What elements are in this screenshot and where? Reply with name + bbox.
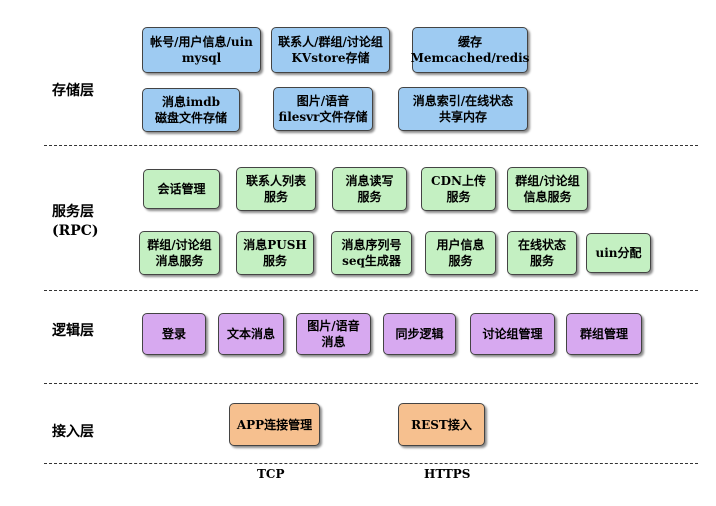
storage-layer-label: 存储层	[52, 83, 94, 99]
storage-box-index-shm: 消息索引/在线状态 共享内存	[398, 87, 528, 131]
service-box-seq: 消息序列号 seq生成器	[331, 231, 412, 275]
divider-bottom	[44, 463, 698, 464]
service-box-session: 会话管理	[143, 169, 220, 209]
divider-service-logic	[44, 290, 698, 291]
logic-box-sync: 同步逻辑	[383, 313, 456, 355]
service-layer-label: 服务层 (RPC)	[52, 204, 99, 239]
service-box-uin-alloc: uin分配	[586, 233, 651, 273]
protocol-https-label: HTTPS	[424, 467, 471, 481]
access-layer-label: 接入层	[52, 424, 94, 440]
service-box-online-status: 在线状态 服务	[507, 231, 577, 275]
logic-box-media-message: 图片/语音 消息	[296, 313, 371, 355]
storage-box-filesvr: 图片/语音 filesvr文件存储	[273, 87, 373, 131]
service-box-contacts: 联系人列表 服务	[236, 167, 316, 211]
divider-logic-access	[44, 383, 698, 384]
service-box-push: 消息PUSH 服务	[236, 231, 314, 275]
storage-box-contacts-kvstore: 联系人/群组/讨论组 KVstore存储	[271, 27, 390, 73]
access-box-rest: REST接入	[398, 403, 485, 446]
service-box-message-rw: 消息读写 服务	[332, 167, 407, 211]
logic-layer-label: 逻辑层	[52, 323, 94, 339]
service-box-group-info: 群组/讨论组 信息服务	[507, 167, 588, 211]
service-box-user-info: 用户信息 服务	[425, 231, 496, 275]
access-box-app-connection: APP连接管理	[229, 403, 320, 446]
logic-box-discussion-mgmt: 讨论组管理	[470, 313, 555, 355]
protocol-tcp-label: TCP	[257, 467, 285, 481]
service-box-group-message: 群组/讨论组 消息服务	[139, 231, 220, 275]
storage-box-account-mysql: 帐号/用户信息/uin mysql	[142, 27, 261, 73]
logic-box-group-mgmt: 群组管理	[566, 313, 642, 355]
storage-box-cache: 缓存 Memcached/redis	[411, 27, 529, 73]
divider-storage-service	[44, 145, 698, 146]
logic-box-text-message: 文本消息	[218, 313, 284, 355]
service-box-cdn-upload: CDN上传 服务	[421, 167, 496, 211]
logic-box-login: 登录	[142, 313, 206, 355]
storage-box-message-imdb: 消息imdb 磁盘文件存储	[142, 88, 240, 132]
